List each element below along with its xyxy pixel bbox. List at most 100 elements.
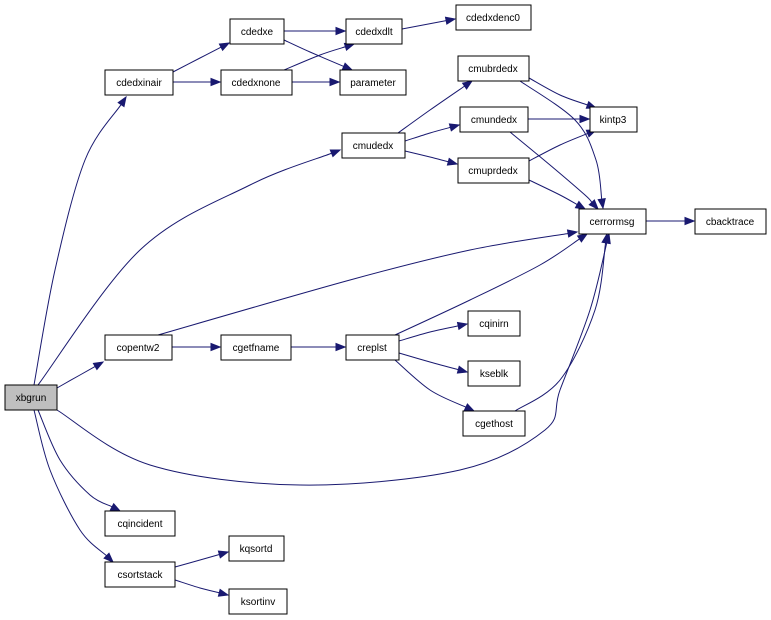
edge-line	[172, 46, 222, 73]
node-ksortinv[interactable]: ksortinv	[228, 588, 288, 615]
node-kqsortd[interactable]: kqsortd	[228, 535, 285, 562]
arrowhead-icon	[684, 216, 696, 226]
node-cqincident[interactable]: cqincident	[104, 510, 176, 537]
node-xbgrun[interactable]: xbgrun	[4, 384, 58, 411]
node-label: parameter	[350, 78, 396, 89]
edge-cdedxdlt-to-cdedxdenc0	[401, 16, 457, 30]
edge-cmundedx-to-cerrormsg	[509, 131, 599, 211]
node-cbacktrace[interactable]: cbacktrace	[694, 208, 767, 235]
arrowhead-icon	[456, 365, 469, 374]
node-cdedxnone[interactable]: cdedxnone	[220, 69, 293, 96]
edge-line	[394, 238, 580, 336]
node-cgethost[interactable]: cgethost	[462, 410, 526, 437]
edge-xbgrun-to-cdedxinair	[33, 95, 127, 386]
arrowhead-icon	[329, 149, 342, 158]
edge-copentw2-to-cerrormsg	[157, 229, 579, 336]
arrowhead-icon	[574, 200, 587, 210]
arrowhead-icon	[446, 157, 459, 166]
arrowhead-icon	[341, 62, 354, 71]
node-label: cmubrdedx	[468, 64, 517, 75]
nodes: xbgrun cdedxinair cdedxe cdedxdlt cdedxd…	[4, 4, 767, 615]
node-label: cgetfname	[233, 343, 280, 354]
node-label: kqsortd	[240, 544, 273, 555]
edge-line	[283, 39, 344, 67]
node-label: kintp3	[600, 115, 627, 126]
node-copentw2[interactable]: copentw2	[104, 334, 173, 361]
edge-cdedxinair-to-cdedxnone	[173, 77, 222, 87]
arrowhead-icon	[329, 77, 341, 87]
node-label: cdedxnone	[232, 78, 281, 89]
node-cdedxdlt[interactable]: cdedxdlt	[345, 18, 403, 45]
node-cerrormsg[interactable]: cerrormsg	[578, 208, 647, 235]
arrowhead-icon	[335, 26, 347, 36]
edge-line	[514, 242, 607, 412]
edge-xbgrun-to-cmudedx	[37, 149, 342, 386]
node-label: copentw2	[117, 343, 160, 354]
edge-cdedxnone-to-cdedxdlt	[283, 42, 356, 71]
node-label: cdedxdlt	[355, 27, 392, 38]
edge-cerrormsg-to-cbacktrace	[646, 216, 696, 226]
edge-cmuprdedx-to-cerrormsg	[528, 179, 587, 210]
edge-creplst-to-cgethost	[394, 359, 476, 412]
arrowhead-icon	[579, 114, 591, 124]
node-label: cerrormsg	[589, 217, 634, 228]
arrowhead-icon	[601, 232, 610, 245]
edge-line	[528, 77, 588, 106]
node-cdedxe[interactable]: cdedxe	[229, 18, 285, 45]
arrowhead-icon	[92, 361, 105, 371]
arrowhead-icon	[117, 95, 127, 108]
edge-line	[37, 152, 332, 386]
node-label: csortstack	[117, 570, 163, 581]
node-cdedxdenc0[interactable]: cdedxdenc0	[455, 4, 532, 31]
arrowhead-icon	[463, 403, 476, 412]
node-cmubrdedx[interactable]: cmubrdedx	[457, 55, 530, 82]
node-label: cgethost	[475, 419, 513, 430]
node-label: ksortinv	[241, 597, 275, 608]
edge-line	[157, 232, 569, 336]
node-label: cdedxe	[241, 27, 274, 38]
node-label: kseblk	[480, 369, 509, 380]
edge-creplst-to-kseblk	[398, 352, 469, 374]
node-parameter[interactable]: parameter	[339, 69, 407, 96]
edge-line	[528, 133, 588, 162]
node-cmuprdedx[interactable]: cmuprdedx	[457, 157, 530, 184]
node-creplst[interactable]: creplst	[345, 334, 400, 361]
node-kintp3[interactable]: kintp3	[589, 106, 638, 133]
node-csortstack[interactable]: csortstack	[104, 561, 176, 588]
edge-xbgrun-to-copentw2	[56, 361, 105, 389]
edge-csortstack-to-kqsortd	[174, 550, 230, 568]
edge-creplst-to-cqinirn	[398, 321, 469, 342]
node-label: cqinirn	[479, 319, 508, 330]
edge-line	[33, 409, 107, 557]
arrowhead-icon	[461, 80, 474, 90]
node-label: cbacktrace	[706, 217, 755, 228]
arrowhead-icon	[210, 77, 222, 87]
node-label: cmuprdedx	[468, 166, 517, 177]
edge-cmudedx-to-cmuprdedx	[404, 150, 459, 166]
edge-cdedxinair-to-cdedxe	[172, 42, 231, 73]
edge-cmubrdedx-to-cerrormsg	[519, 80, 606, 210]
edge-line	[404, 150, 449, 163]
arrowhead-icon	[210, 342, 222, 352]
edge-line	[398, 325, 459, 342]
edge-cdedxnone-to-parameter	[292, 77, 341, 87]
arrowhead-icon	[566, 229, 579, 238]
node-label: cmundedx	[471, 115, 517, 126]
node-label: cdedxdenc0	[466, 13, 520, 24]
node-cdedxinair[interactable]: cdedxinair	[104, 69, 174, 96]
node-cmudedx[interactable]: cmudedx	[341, 132, 406, 159]
arrowhead-icon	[456, 321, 469, 331]
node-cqinirn[interactable]: cqinirn	[467, 310, 521, 337]
arrowhead-icon	[103, 552, 114, 563]
node-cmundedx[interactable]: cmundedx	[459, 106, 529, 133]
edge-line	[283, 46, 346, 71]
edge-line	[33, 104, 122, 386]
edge-line	[37, 409, 113, 508]
arrowhead-icon	[448, 123, 461, 132]
edge-xbgrun-to-csortstack	[33, 409, 114, 563]
node-label: xbgrun	[16, 393, 47, 404]
node-cgetfname[interactable]: cgetfname	[220, 334, 292, 361]
edge-line	[56, 365, 96, 389]
node-kseblk[interactable]: kseblk	[467, 360, 521, 387]
